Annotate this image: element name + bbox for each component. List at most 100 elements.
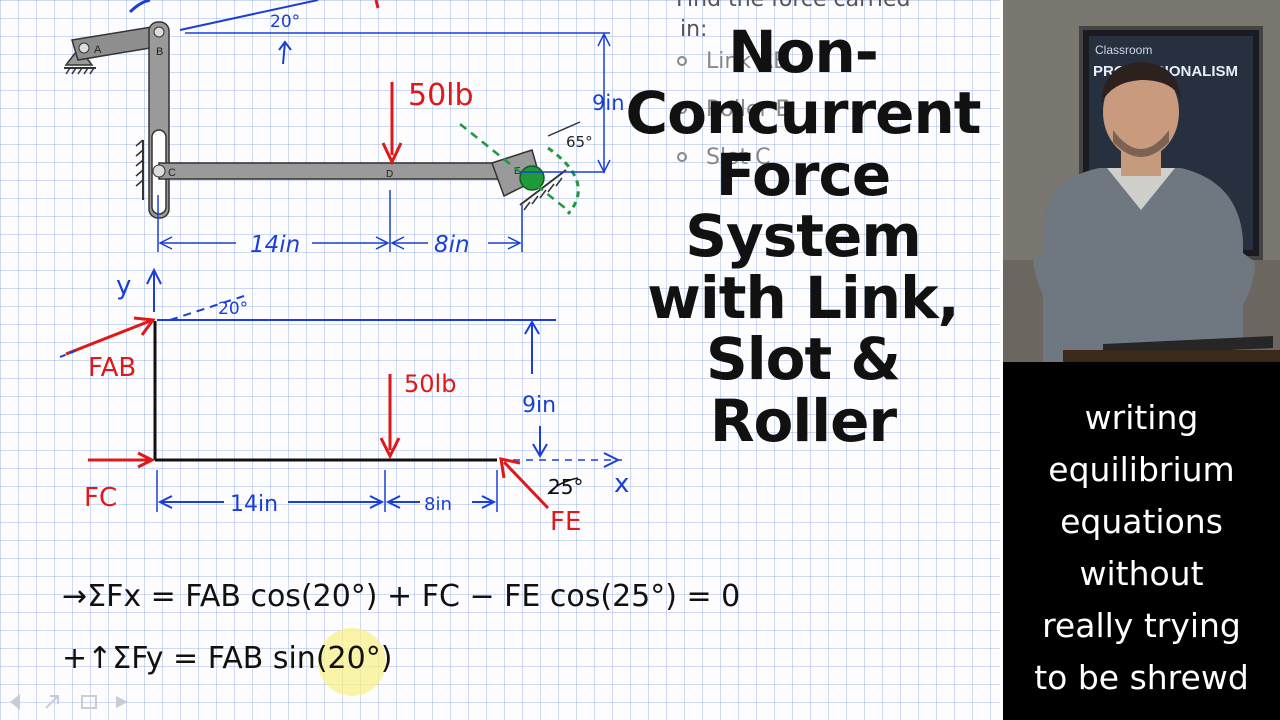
find-item-3: Slot C — [706, 145, 771, 170]
fbd-angle-e-arc — [547, 477, 579, 495]
poster-line-1: Classroom — [1095, 43, 1152, 57]
span-de-label: 8in — [434, 232, 470, 258]
caption-line: equations — [1060, 502, 1223, 541]
engineering-drawing: 20° A B C D E — [59, 0, 910, 696]
x-axis-label: x — [614, 469, 629, 499]
title-line: System — [685, 202, 922, 271]
force-e-arrowhead-icon — [499, 457, 521, 479]
x-axis-arrow-icon — [603, 452, 621, 468]
title-line: Force — [715, 140, 891, 209]
force-ab-label: FAB — [88, 353, 136, 383]
caption-box: writing equilibrium equations without re… — [1003, 362, 1280, 720]
angle-label-roller: 65° — [566, 133, 593, 151]
angle-arrow-icon — [278, 40, 292, 65]
equation-sum-fx: →ΣFx = FAB cos(20°) + FC − FE cos(25°) =… — [62, 579, 740, 614]
presenter-undershirt — [1107, 168, 1175, 210]
presenter-video: Classroom PROFESSIONALISM — [1003, 0, 1280, 362]
normal-line — [459, 123, 571, 213]
inclined-surface — [519, 169, 567, 206]
force-c-arrowhead-icon — [137, 451, 156, 469]
find-item-1: Link AB — [706, 49, 788, 74]
title-line: Roller — [709, 386, 897, 455]
free-body-diagram: y 20° FAB FC 50lb 9in — [59, 267, 629, 537]
point-label-d: D — [386, 169, 393, 180]
dim-arrows-cd-icon — [158, 236, 390, 250]
force-e-arrow — [502, 460, 550, 510]
back-arrow-icon[interactable] — [10, 694, 20, 710]
force-c-label: FC — [84, 483, 117, 513]
wall-hatch-icon — [135, 139, 144, 187]
find-in: in: — [680, 17, 707, 42]
cut-off-sketch — [128, 0, 151, 14]
title-line: Slot & — [706, 325, 901, 394]
point-label-c: C — [168, 167, 176, 179]
caption-line: to be shrewd — [1034, 658, 1249, 697]
force-ab-tail-line — [59, 348, 81, 358]
forward-arrow-icon[interactable] — [116, 696, 128, 708]
fbd-dim-arrows-de-icon — [385, 495, 497, 509]
load-label: 50lb — [408, 78, 474, 113]
bullet-1-icon — [677, 56, 687, 66]
podium — [1063, 350, 1280, 362]
caption-line: without — [1079, 554, 1204, 593]
equilibrium-equations: →ΣFx = FAB cos(20°) + FC − FE cos(25°) =… — [62, 579, 740, 696]
force-ab-arrowhead-icon — [133, 316, 156, 336]
presenter-shirt — [1043, 168, 1243, 362]
force-e-label: FE — [550, 507, 581, 537]
angle-reference-line — [547, 121, 581, 137]
pen-icon[interactable] — [45, 695, 59, 709]
title-line: with Link, — [647, 263, 959, 332]
caption-line: really trying — [1042, 606, 1241, 645]
menu-icon[interactable] — [81, 695, 97, 709]
bullet-2-icon — [677, 104, 687, 114]
fbd-height-up-arrow-icon — [524, 320, 540, 335]
fbd-angle-ab: 20° — [218, 299, 248, 319]
mechanism-diagram: 20° A B C D E — [64, 0, 910, 258]
ground-hatch-icon — [65, 67, 95, 75]
pin-b-icon — [153, 26, 165, 38]
y-axis-arrow-icon — [146, 267, 162, 285]
pin-c-icon — [152, 164, 166, 178]
y-axis-label: y — [116, 271, 131, 301]
caption-line: writing — [1084, 398, 1199, 437]
presenter-left-arm — [1033, 250, 1131, 337]
roller-e-icon — [519, 165, 545, 191]
bullet-3-icon — [677, 152, 687, 162]
presenter-beard — [1113, 130, 1169, 157]
fbd-span-cd-label: 14in — [230, 492, 278, 517]
link-direction-line — [179, 0, 319, 31]
find-header: Find the force carried — [676, 0, 910, 12]
fbd-height-label: 9in — [522, 393, 556, 418]
presenter-right-arm — [1203, 250, 1255, 330]
load-arrow-icon — [381, 142, 403, 166]
fbd-dim-arrows-cd-icon — [157, 495, 385, 509]
fbd-height-down-arrow-icon — [532, 443, 548, 458]
fbd-load-arrowhead-icon — [379, 437, 401, 460]
horizontal-beam-ce — [158, 162, 512, 180]
span-cd-label: 14in — [250, 232, 300, 258]
presenter-face — [1103, 66, 1179, 158]
surface-hatch-icon — [523, 177, 563, 211]
title-line: Concurrent — [625, 79, 982, 148]
force-ab-arrow — [65, 319, 151, 356]
title-line: Non- — [728, 18, 879, 86]
fbd-load-label: 50lb — [404, 370, 456, 398]
player-controls — [10, 694, 128, 710]
slide-title: Non- Concurrent Force System with Link, … — [608, 18, 998, 455]
point-label-b: B — [156, 46, 163, 58]
cut-off-load-arrow — [374, 0, 380, 9]
find-item-2: Roller E — [706, 97, 789, 122]
angle-label-ab: 20° — [270, 12, 300, 32]
equation-sum-fy: +↑ΣFy = FAB sin(20°) — [62, 641, 392, 676]
pin-a-icon — [78, 42, 90, 54]
caption-line: equilibrium — [1048, 450, 1235, 489]
height-label: 9in — [592, 91, 625, 115]
presenter-scene: Classroom PROFESSIONALISM — [1003, 0, 1280, 362]
height-arrows-icon — [597, 32, 611, 174]
presenter-hair — [1101, 62, 1181, 104]
fbd-angle-e: 25° — [548, 475, 583, 499]
dim-arrows-de-icon — [390, 236, 522, 250]
angle-arc — [547, 146, 580, 215]
cursor-highlight — [318, 628, 386, 696]
